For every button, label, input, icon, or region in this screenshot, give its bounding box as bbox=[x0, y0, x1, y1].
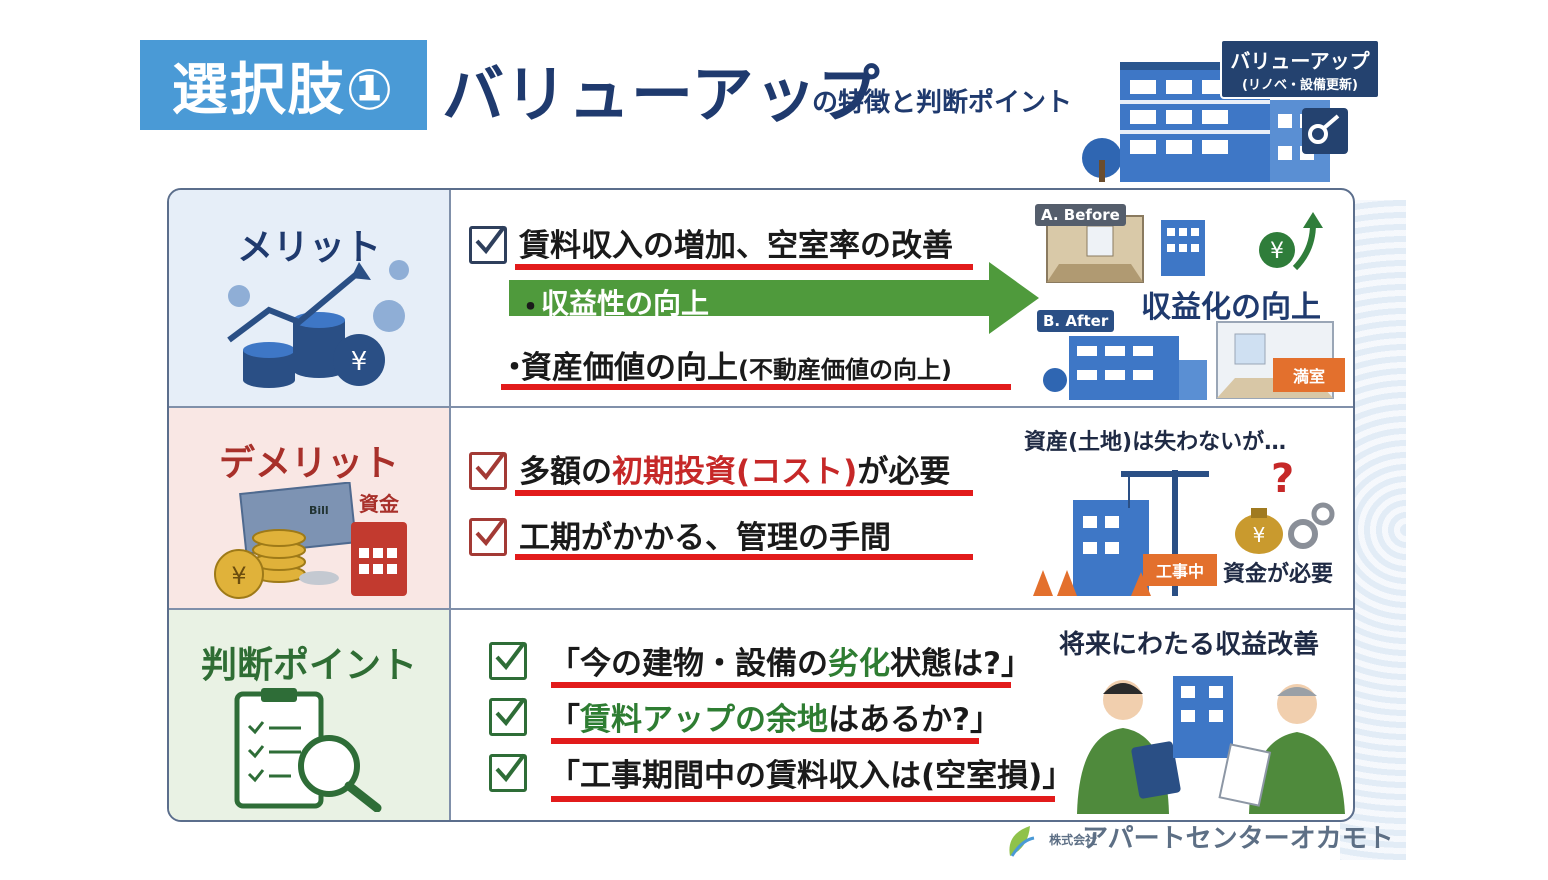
judgment-check-3 bbox=[489, 753, 527, 792]
judgment-note: 将来にわたる収益改善 bbox=[1059, 630, 1320, 660]
value-up-badge: バリューアップ (リノベ・設備更新) bbox=[1220, 39, 1380, 99]
judgment-underline-3 bbox=[551, 796, 1055, 802]
judgment-check-2 bbox=[489, 697, 527, 736]
bill-label: Bill bbox=[309, 504, 329, 517]
judgment-item-2-pre: 「 bbox=[549, 702, 580, 738]
merit-underline-1 bbox=[515, 264, 973, 270]
consultation-illustration bbox=[1077, 676, 1345, 814]
merit-bullet-3: ・ bbox=[499, 350, 530, 386]
page-title: バリューアップ bbox=[442, 58, 881, 131]
green-arrow bbox=[509, 262, 1039, 334]
judgment-item-1-pre: 「今の建物・設備の bbox=[549, 646, 828, 682]
judgment-row: 判断ポイント 「今の建物・設備の劣化状態は?」 「賃 bbox=[169, 610, 1353, 820]
feature-table: メリット ¥ 賃料収入の増加、空室率の改善 ・ bbox=[167, 188, 1355, 822]
svg-text:¥: ¥ bbox=[351, 347, 368, 377]
profit-improvement-label: 収益化の向上 bbox=[1141, 290, 1321, 325]
demerit-row: デメリット ¥ 資金 Bill 多額の初期投資(コスト)が必要 bbox=[169, 408, 1353, 610]
coins-growth-icon: ¥ bbox=[227, 260, 409, 388]
under-construction-badge: 工事中 bbox=[1143, 554, 1217, 586]
company-type-label: 株式会社 bbox=[1049, 832, 1098, 847]
judgment-item-2-highlight: 賃料アップの余地 bbox=[580, 702, 828, 738]
demerit-heading: デメリット bbox=[218, 443, 399, 484]
judgment-category-cell: 判断ポイント bbox=[169, 610, 451, 820]
merit-item-3-paren: (不動産価値の向上) bbox=[738, 356, 952, 384]
svg-text:¥: ¥ bbox=[1253, 523, 1266, 547]
judgment-check-1 bbox=[489, 641, 527, 680]
money-required-label: 資金が必要 bbox=[1223, 562, 1334, 587]
badge-title: バリューアップ bbox=[1230, 49, 1370, 73]
merit-heading: メリット bbox=[236, 227, 381, 268]
merit-underline-3 bbox=[501, 384, 1011, 390]
judgment-item-1-post: 状態は?」 bbox=[890, 646, 1032, 682]
demerit-item-1: 多額の初期投資(コスト)が必要 bbox=[519, 446, 950, 491]
demerit-item-1-pre: 多額の bbox=[519, 454, 612, 490]
checklist-magnifier-icon bbox=[234, 688, 382, 812]
merit-item-1: 賃料収入の増加、空室率の改善 bbox=[519, 228, 953, 264]
judgment-heading: 判断ポイント bbox=[200, 645, 417, 686]
judgment-item-2-post: はあるか?」 bbox=[828, 702, 1001, 738]
badge-subtitle: (リノベ・設備更新) bbox=[1242, 78, 1358, 93]
demerit-check-1 bbox=[469, 451, 507, 490]
leaf-logo-icon bbox=[1009, 825, 1035, 857]
demerit-category-cell: デメリット ¥ 資金 Bill bbox=[169, 408, 451, 608]
cost-money-icon: ¥ bbox=[214, 482, 407, 599]
company-logo: 株式会社 アパートセンターオカモト bbox=[1000, 818, 1394, 860]
svg-text:?: ? bbox=[1271, 460, 1294, 502]
judgment-item-3: 「工事期間中の賃料収入は(空室損)」 bbox=[549, 758, 1074, 794]
judgment-item-1: 「今の建物・設備の劣化状態は?」 bbox=[549, 638, 1032, 683]
demerit-item-1-highlight: 初期投資(コスト) bbox=[612, 454, 858, 490]
svg-text:¥: ¥ bbox=[1270, 239, 1284, 264]
full-occupancy-badge: 満室 bbox=[1273, 358, 1345, 392]
judgment-underline-1 bbox=[551, 682, 1011, 688]
merit-category-cell: メリット ¥ bbox=[169, 190, 451, 406]
money-bag-question-icon: ? ¥ bbox=[1235, 460, 1335, 554]
yen-up-arrow-icon: ¥ bbox=[1259, 212, 1323, 271]
demerit-item-1-post: が必要 bbox=[857, 454, 951, 490]
after-building-illustration bbox=[1043, 336, 1207, 400]
construction-illustration bbox=[1033, 470, 1209, 596]
demerit-underline-1 bbox=[515, 490, 973, 496]
merit-row: メリット ¥ 賃料収入の増加、空室率の改善 ・ bbox=[169, 190, 1353, 408]
demerit-underline-2 bbox=[515, 554, 973, 560]
demerit-check-2 bbox=[469, 517, 507, 556]
merit-bullet-2: ・ bbox=[515, 290, 546, 326]
demerit-item-2: 工期がかかる、管理の手間 bbox=[519, 520, 891, 556]
page-subtitle: の特徴と判断ポイント bbox=[812, 88, 1073, 118]
merit-item-3: 資産価値の向上(不動産価値の向上) bbox=[521, 342, 952, 387]
merit-check-1 bbox=[469, 225, 507, 264]
fund-label: 資金 bbox=[359, 492, 399, 516]
option-tag: 選択肢① bbox=[140, 40, 427, 130]
merit-item-2: 収益性の向上 bbox=[541, 287, 710, 320]
small-building-icon bbox=[1161, 220, 1205, 276]
judgment-item-1-highlight: 劣化 bbox=[828, 646, 890, 682]
svg-text:¥: ¥ bbox=[231, 562, 246, 590]
judgment-underline-2 bbox=[551, 738, 979, 744]
after-label: B. After bbox=[1037, 310, 1115, 332]
demerit-note: 資産(土地)は失わないが… bbox=[1024, 430, 1287, 455]
merit-item-3-main: 資産価値の向上 bbox=[521, 350, 738, 386]
before-label: A. Before bbox=[1035, 204, 1126, 226]
judgment-item-2: 「賃料アップの余地はあるか?」 bbox=[549, 694, 1001, 739]
company-name: アパートセンターオカモト bbox=[1082, 824, 1394, 854]
